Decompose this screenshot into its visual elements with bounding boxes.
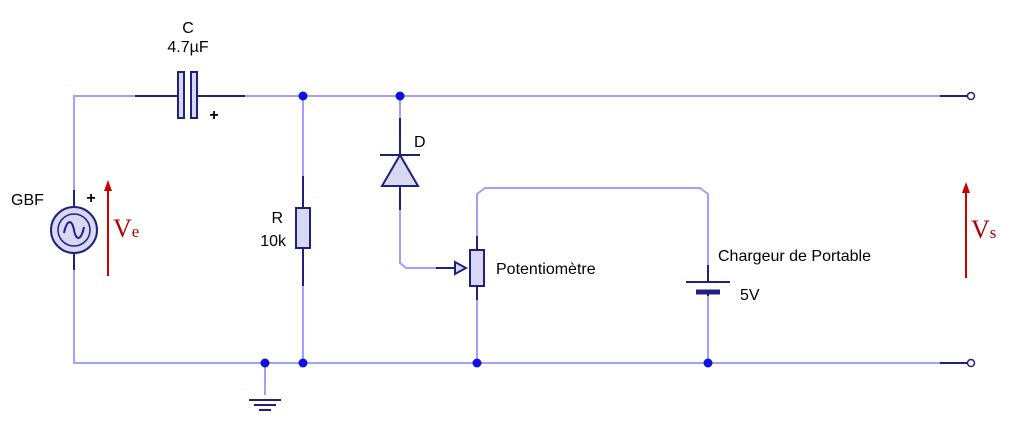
resistor-body [295, 207, 311, 249]
output-arrowhead-icon [962, 182, 970, 193]
wire-pot-to-battery [476, 187, 709, 265]
battery: Chargeur de Portable 5V [686, 248, 871, 304]
signal-generator: GBF + [11, 190, 98, 270]
generator-name: GBF [11, 192, 44, 209]
wire-gbf-to-capacitor [73, 95, 135, 190]
resistor-value: 10k [260, 233, 287, 250]
wire-gbf-to-bottom [73, 270, 940, 364]
junction-node [472, 358, 482, 368]
diode-triangle [380, 153, 420, 187]
wire-diode-to-wiper [399, 210, 452, 269]
wiper-arrow-icon [454, 260, 469, 276]
junction-node [260, 358, 270, 368]
output-terminal-bottom [966, 358, 976, 368]
junction-nodes [260, 91, 713, 368]
wires [73, 95, 940, 395]
ground-icon [249, 399, 281, 411]
junction-node [395, 91, 405, 101]
potentiometer-body [469, 249, 485, 287]
input-arrowhead-icon [104, 180, 112, 191]
resistor-name: R [271, 210, 283, 227]
input-voltage-label: Ve [113, 214, 139, 243]
junction-node [703, 358, 713, 368]
output-voltage-label: Vs [971, 215, 996, 244]
diode: D [380, 118, 426, 210]
capacitor-polarity: + [209, 107, 218, 124]
input-voltage: Ve [104, 180, 139, 276]
capacitor-plate-left [177, 71, 185, 119]
generator-polarity: + [86, 190, 95, 207]
capacitor-plate-right [190, 71, 198, 119]
potentiometer: Potentiomètre [436, 236, 596, 300]
output-voltage: Vs [962, 182, 996, 278]
junction-node [298, 91, 308, 101]
battery-name: Chargeur de Portable [718, 248, 871, 265]
capacitor: C 4.7µF + [135, 20, 245, 124]
capacitor-value: 4.7µF [167, 39, 208, 56]
sine-icon [63, 221, 85, 239]
potentiometer-name: Potentiomètre [496, 261, 596, 278]
capacitor-name: C [182, 20, 194, 37]
battery-value: 5V [740, 287, 760, 304]
diode-name: D [414, 134, 426, 151]
output-terminal-top [966, 91, 976, 101]
junction-node [298, 358, 308, 368]
output-terminals [940, 91, 976, 368]
resistor: R 10k [260, 176, 311, 286]
